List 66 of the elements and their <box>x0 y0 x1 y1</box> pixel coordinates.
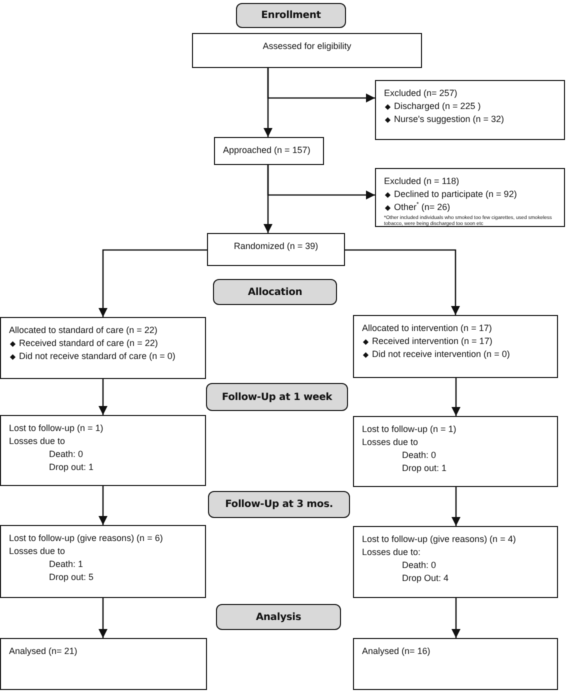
arrow <box>451 487 461 526</box>
bullet-item: Did not receive intervention (n = 0) <box>362 348 510 361</box>
box-text: Losses due to <box>362 436 418 449</box>
arrow <box>451 598 461 638</box>
box-text: Death: 0 <box>49 448 84 461</box>
stage-header <box>213 279 337 305</box>
box-text: Lost to follow-up (n = 1) <box>362 423 456 436</box>
box-text: Lost to follow-up (n = 1) <box>9 422 104 435</box>
bullet-item: Declined to participate (n = 92) <box>384 188 517 201</box>
box-text: Allocated to standard of care (n = 22) <box>9 324 158 337</box>
arrow <box>98 486 108 525</box>
box-text: Enrollment <box>261 9 321 22</box>
stage-header <box>216 604 341 630</box>
process-box <box>0 525 206 598</box>
box-text: Drop out: 1 <box>49 461 94 474</box>
box-text: Lost to follow-up (give reasons) (n = 6) <box>9 532 163 545</box>
process-box <box>353 526 558 598</box>
box-text: Allocation <box>248 286 302 298</box>
stage-header <box>236 3 346 28</box>
stage-header <box>206 383 348 411</box>
box-text: Losses due to <box>9 545 66 558</box>
stage-header <box>208 491 350 518</box>
box-text: Follow-Up at 1 week <box>222 390 332 404</box>
process-box <box>207 233 345 266</box>
arrow <box>345 249 460 315</box>
box-text: Drop out: 5 <box>49 571 94 584</box>
box-text: Death: 1 <box>49 558 84 571</box>
box-text: Randomized (n = 39) <box>234 240 318 253</box>
process-box <box>375 80 565 140</box>
bullet-item: Received standard of care (n = 22) <box>9 337 158 350</box>
box-text: Follow-Up at 3 mos. <box>225 498 333 511</box>
process-box <box>375 168 565 227</box>
box-text: Excluded (n = 118) <box>384 175 460 188</box>
process-box <box>0 317 206 379</box>
box-text: Losses due to: <box>362 546 421 559</box>
process-box <box>214 137 324 165</box>
process-box <box>353 416 558 487</box>
arrow <box>98 379 108 415</box>
arrow <box>98 249 207 317</box>
bullet-item: Received intervention (n = 17) <box>362 335 492 348</box>
box-text: Allocated to intervention (n = 17) <box>362 322 492 335</box>
box-text: Death: 0 <box>402 559 436 572</box>
box-text: Drop out: 1 <box>402 462 447 475</box>
box-text: Analysis <box>256 610 302 624</box>
box-text: Lost to follow-up (give reasons) (n = 4) <box>362 533 516 546</box>
box-text: Assessed for eligibility <box>262 40 352 53</box>
process-box <box>0 415 206 486</box>
bullet-item: Other$^{*}$ (n= 26) <box>384 201 450 214</box>
process-box <box>353 638 558 690</box>
box-text: Approached (n = 157) <box>223 144 310 157</box>
arrow <box>267 68 375 103</box>
bullet-item: Nurse's suggestion (n = 32) <box>384 113 504 126</box>
arrow <box>267 165 375 200</box>
box-text: Excluded (n= 257) <box>384 87 458 100</box>
arrow <box>451 378 461 416</box>
box-text: Losses due to <box>9 435 66 448</box>
box-text: Analysed (n= 21) <box>9 645 78 658</box>
box-text: Drop Out: 4 <box>402 572 449 585</box>
box-text: Analysed (n= 16) <box>362 645 430 658</box>
process-box <box>192 33 422 68</box>
arrow <box>98 598 108 638</box>
process-box <box>0 638 207 690</box>
bullet-item: Discharged (n = 225 ) <box>384 100 481 113</box>
box-text: Death: 0 <box>402 449 436 462</box>
bullet-item: Did not receive standard of care (n = 0) <box>9 350 176 363</box>
process-box <box>353 315 558 378</box>
